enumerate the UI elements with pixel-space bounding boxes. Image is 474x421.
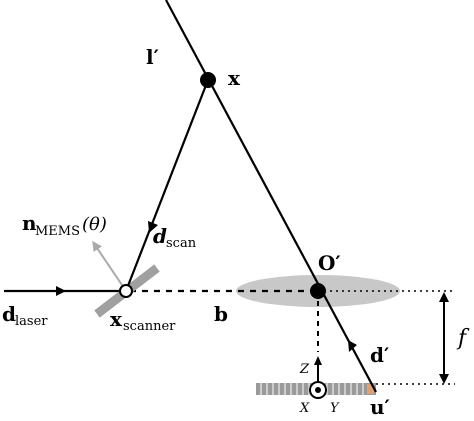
scanner-point <box>119 284 133 298</box>
label-b: b <box>214 302 228 326</box>
camera-ray-arrowhead <box>348 340 357 352</box>
label-d-laser: d <box>2 302 16 326</box>
label-f: f <box>456 326 470 351</box>
camera-center-inner <box>315 387 321 393</box>
label-n-mems-sub: MEMS <box>35 224 80 239</box>
label-d-scan: d <box>153 224 167 248</box>
label-d-scan-sub: scan <box>166 236 197 251</box>
point-x <box>200 72 216 88</box>
scan-ray <box>124 79 210 292</box>
pixel-highlight <box>367 384 374 394</box>
laser-arrowhead <box>56 286 66 296</box>
focal-bottom-arrowhead <box>439 374 449 384</box>
label-axis-z: Z <box>299 362 310 377</box>
mems-normal-arrow <box>92 240 127 292</box>
label-x-scanner-sub: scanner <box>123 319 176 334</box>
z-axis-arrowhead <box>314 356 322 365</box>
label-n-mems: n <box>22 211 37 235</box>
label-o-prime: O′ <box>318 251 341 275</box>
label-x-scanner: x <box>110 307 123 331</box>
label-axis-x: X <box>299 401 310 416</box>
label-n-mems-arg: (θ) <box>82 214 107 235</box>
label-d-prime: d′ <box>370 343 389 367</box>
label-d-laser-sub: laser <box>15 314 48 329</box>
label-l-prime: l′ <box>146 45 159 69</box>
label-x: x <box>228 66 241 90</box>
label-u-prime: u′ <box>370 395 390 419</box>
sensor-hatching <box>260 383 364 395</box>
point-o-prime <box>310 283 326 299</box>
label-axis-y: Y <box>330 401 340 416</box>
scan-ray-arrowhead <box>148 221 158 233</box>
focal-top-arrowhead <box>439 292 449 302</box>
camera-ray-l-prime <box>165 0 377 393</box>
